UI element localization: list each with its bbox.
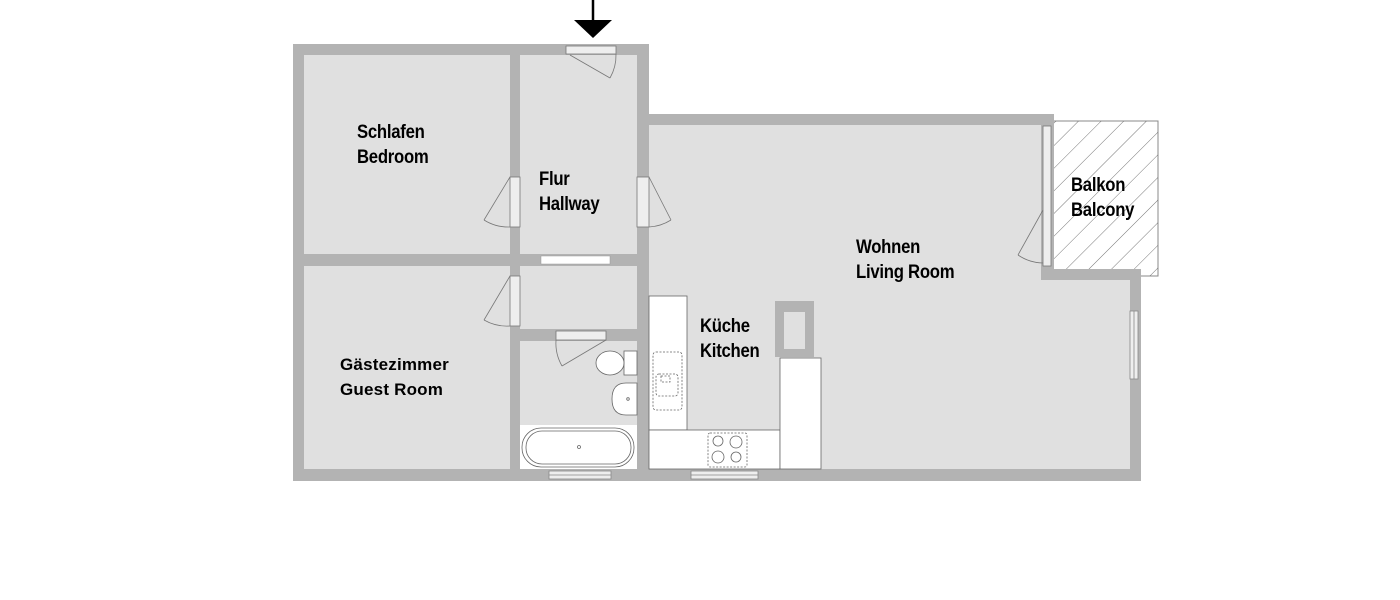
guest-room-german: Gästezimmer	[340, 355, 449, 374]
room-label-kitchen: Küche Kitchen	[700, 314, 760, 364]
room-label-guest-room: Gästezimmer Guest Room	[340, 352, 449, 402]
floors	[304, 55, 1130, 469]
guest-room-english: Guest Room	[340, 380, 444, 399]
room-label-hallway: Flur Hallway	[539, 167, 600, 217]
bathroom-fixtures	[520, 350, 638, 469]
room-label-bedroom: Schlafen Bedroom	[357, 120, 429, 170]
kitchen-german: Küche	[700, 316, 750, 337]
hallway-floor	[520, 55, 637, 254]
kitchen-counters	[648, 295, 822, 470]
living-room-floor	[649, 125, 1041, 469]
room-label-balcony: Balkon Balcony	[1071, 173, 1134, 223]
storage-floor	[520, 266, 637, 329]
bedroom-german: Schlafen	[357, 122, 425, 143]
balcony-english: Balcony	[1071, 200, 1135, 221]
living-room-german: Wohnen	[856, 237, 921, 258]
hallway-english: Hallway	[539, 194, 600, 215]
stove-icon	[707, 432, 748, 468]
hallway-german: Flur	[539, 169, 570, 190]
balcony-german: Balkon	[1071, 175, 1126, 196]
sink-icon	[652, 351, 683, 411]
bedroom-english: Bedroom	[357, 147, 429, 168]
bedroom-floor	[304, 55, 510, 254]
guest-room-floor	[304, 266, 510, 469]
room-label-living-room: Wohnen Living Room	[856, 235, 955, 285]
living-room-english: Living Room	[856, 262, 955, 283]
kitchen-english: Kitchen	[700, 341, 760, 362]
entrance-arrow-icon	[574, 0, 612, 38]
windows	[548, 310, 1139, 480]
doors	[483, 45, 1052, 367]
